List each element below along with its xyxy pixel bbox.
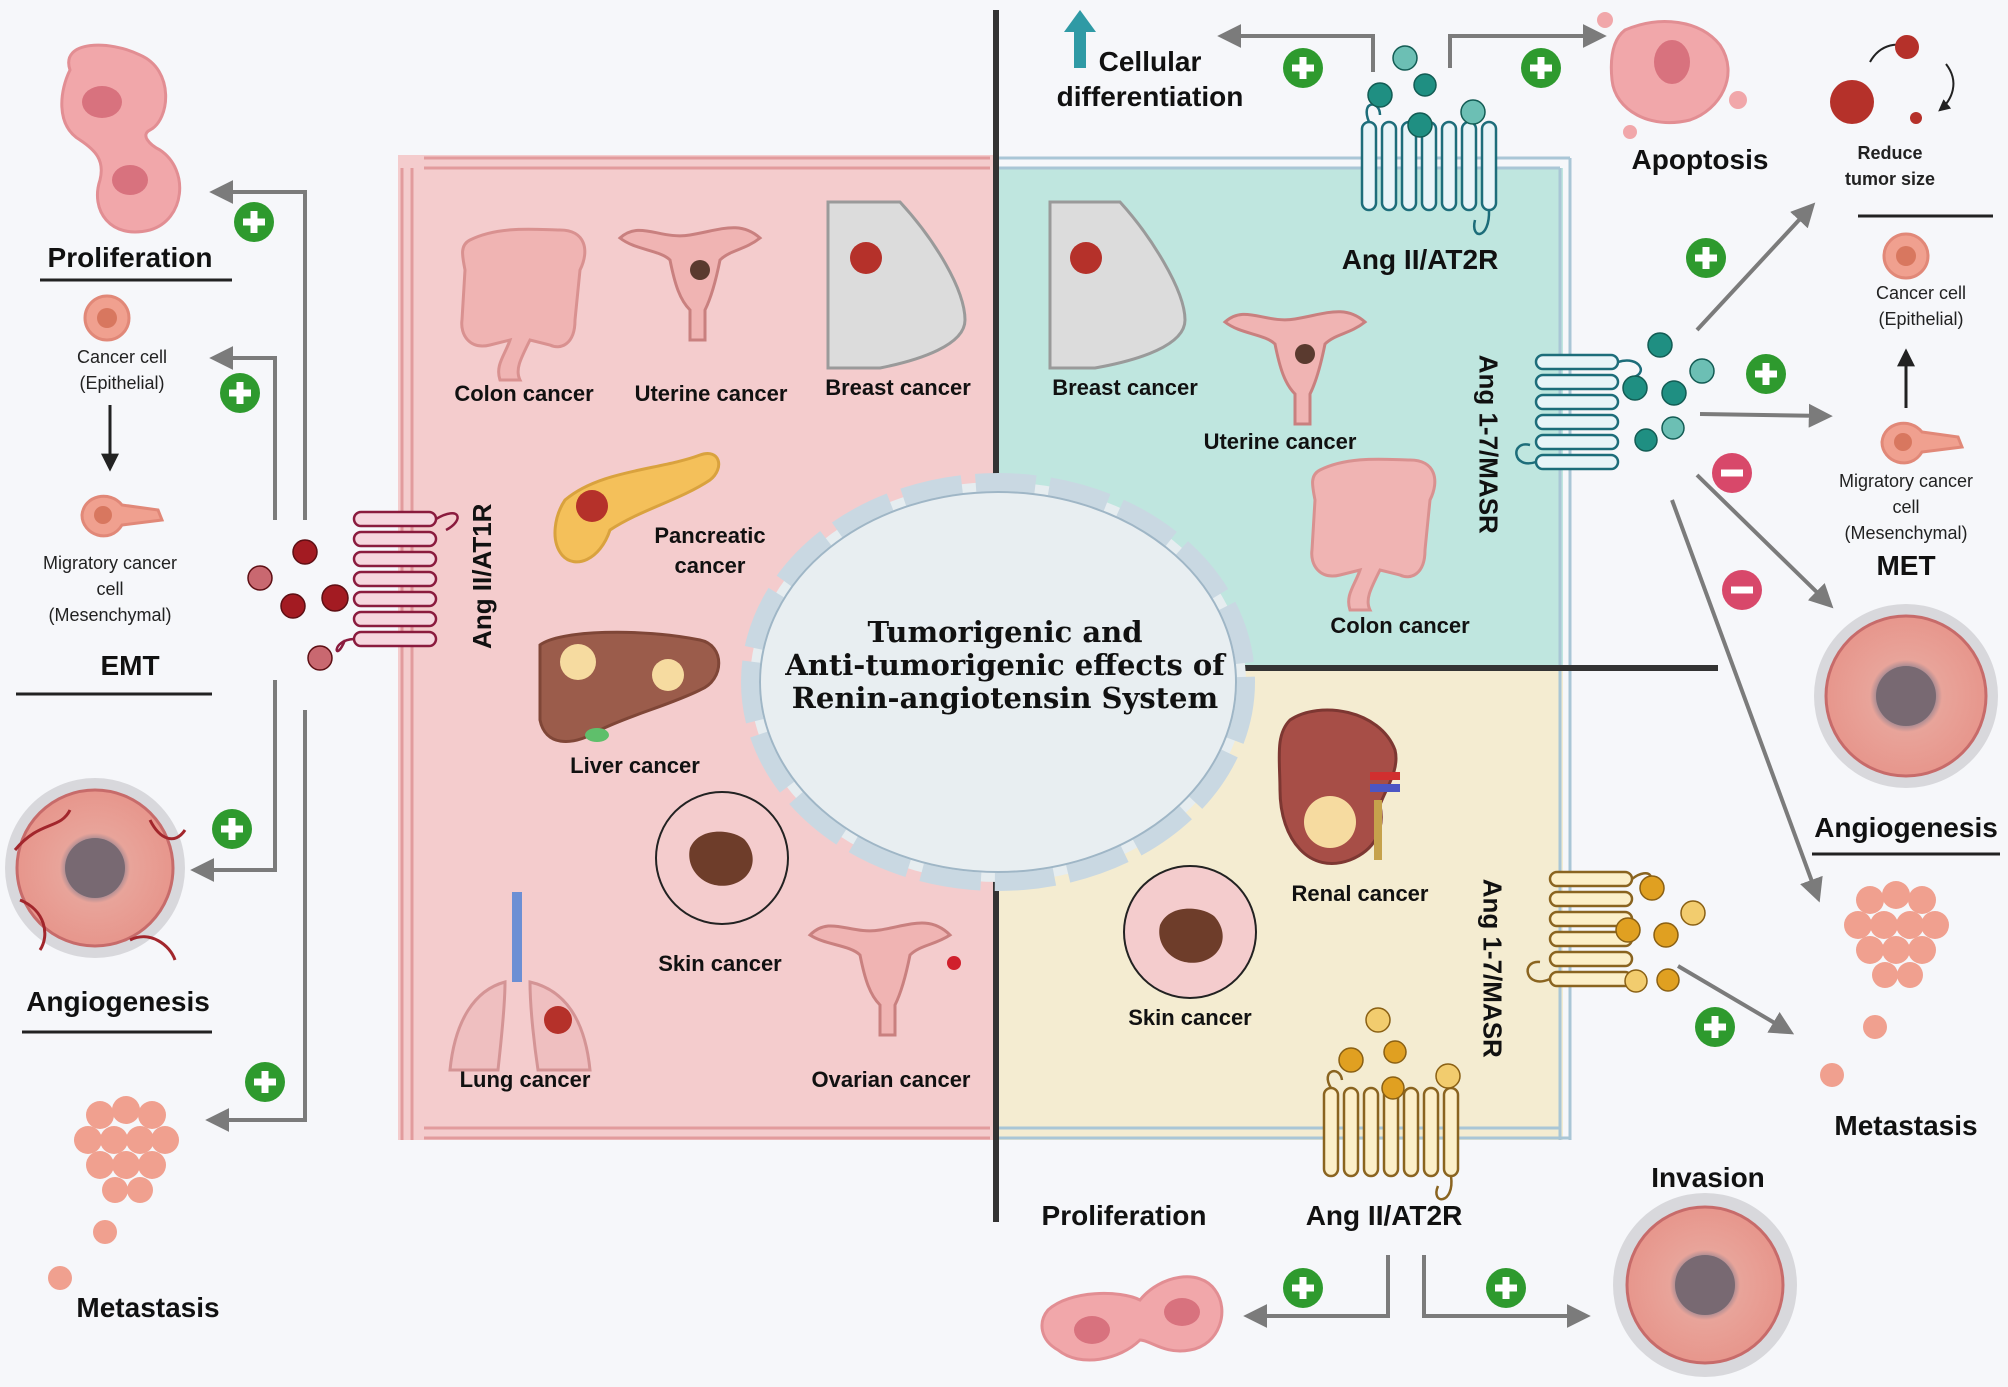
uterine-cancer-right-label: Uterine cancer — [1203, 429, 1357, 454]
uterus-icon — [617, 226, 763, 342]
cellular-label: Cellular — [1098, 46, 1202, 77]
lung-icon — [448, 892, 592, 1072]
bottom-dividing-cell-icon — [1040, 1275, 1224, 1362]
masr-yellow-receptor — [1526, 870, 1653, 988]
differentiation-label: differentiation — [1056, 81, 1244, 112]
at2r-bottom-label: Ang II/AT2R — [1305, 1200, 1463, 1231]
right-arrows — [1670, 202, 1834, 1035]
right-migratory-cell-label: cell — [1892, 497, 1920, 517]
met-label: MET — [1876, 550, 1936, 581]
breast-right-icon — [1048, 200, 1187, 370]
left-proliferation-label: Proliferation — [47, 242, 213, 273]
mesenchymal-cell-icon — [80, 494, 165, 538]
bottom-proliferation-label: Proliferation — [1041, 1200, 1207, 1231]
minus-signs — [1712, 453, 1762, 610]
left-angiogenesis-label: Angiogenesis — [26, 986, 210, 1017]
right-mesenchymal-icon — [1880, 421, 1965, 465]
right-metastasis-label: Metastasis — [1834, 1110, 1978, 1141]
at1r-receptor — [335, 510, 459, 653]
diagram-title: Tumorigenic and Anti-tumorigenic effects… — [760, 616, 1250, 715]
masr-green-receptor-label: Ang 1-7/MASR — [1473, 354, 1504, 534]
title-line-3: Renin-angiotensin System — [791, 681, 1219, 715]
breast-cancer-label: Breast cancer — [825, 375, 971, 400]
ovarian-cancer-label: Ovarian cancer — [811, 1067, 971, 1092]
masr-green-receptor — [1515, 353, 1642, 471]
kidney-icon — [1277, 708, 1400, 865]
at2r-top-ligands — [1367, 45, 1486, 138]
left-migratory-label: Migratory cancer — [42, 553, 178, 573]
pancreas-icon — [553, 452, 721, 564]
colon-cancer-label: Colon cancer — [454, 381, 594, 406]
masr-green-ligands — [1622, 332, 1715, 452]
epithelial-cell-icon — [83, 294, 131, 342]
at2r-top-receptor — [1360, 103, 1498, 236]
invasion-tumor-icon — [1613, 1193, 1797, 1377]
colon-icon — [460, 227, 587, 382]
top-arrows — [1217, 24, 1607, 72]
tumor-size-label: tumor size — [1844, 169, 1936, 189]
right-epithelial-label: (Epithelial) — [1878, 309, 1964, 329]
uterus-right-icon — [1222, 310, 1368, 426]
central-cell — [741, 473, 1255, 891]
left-mesenchymal-label: (Mesenchymal) — [48, 605, 172, 625]
right-migratory-label: Migratory cancer — [1838, 471, 1974, 491]
apoptosis-icon — [1597, 12, 1747, 139]
plus-signs — [212, 48, 1786, 1308]
left-arrows — [190, 180, 307, 1132]
right-mesenchymal-label: (Mesenchymal) — [1844, 523, 1968, 543]
skin-cancer-left-label: Skin cancer — [658, 951, 782, 976]
ovary-icon — [807, 921, 961, 1037]
pancreatic-label: Pancreatic — [654, 523, 766, 548]
left-metastasis-label: Metastasis — [76, 1292, 220, 1323]
masr-yellow-receptor-label: Ang 1-7/MASR — [1477, 878, 1508, 1058]
title-line-1: Tumorigenic and — [867, 615, 1143, 649]
invasion-label: Invasion — [1651, 1162, 1765, 1193]
left-cancer-cell-label: Cancer cell — [76, 347, 168, 367]
teal-up-arrow — [1064, 10, 1096, 68]
colon-right-icon — [1310, 457, 1437, 612]
breast-left-icon — [826, 200, 967, 370]
right-angiogenesis-label: Angiogenesis — [1814, 812, 1998, 843]
masr-yellow-ligands — [1615, 875, 1706, 993]
reduce-tumor-icon — [1830, 35, 1922, 124]
at2r-bottom-receptor — [1322, 1069, 1460, 1201]
renal-cancer-label: Renal cancer — [1291, 881, 1429, 906]
skin-right-icon — [1123, 865, 1257, 999]
at1r-ligands — [247, 539, 349, 671]
uterine-cancer-label: Uterine cancer — [634, 381, 788, 406]
at2r-bottom-ligands — [1338, 1007, 1461, 1100]
right-epithelial-icon — [1882, 232, 1930, 280]
liver-cancer-label: Liver cancer — [570, 753, 700, 778]
skin-left-icon — [655, 791, 789, 925]
breast-cancer-right-label: Breast cancer — [1052, 375, 1198, 400]
right-tumor-icon — [1814, 604, 1998, 788]
left-metastasis-icon — [48, 1096, 179, 1290]
apoptosis-label: Apoptosis — [1631, 144, 1769, 175]
bottom-arrows — [1243, 1255, 1591, 1328]
at1r-receptor-label: Ang II/AT1R — [466, 503, 497, 649]
left-epithelial-label: (Epithelial) — [79, 373, 165, 393]
left-tumor-icon — [5, 778, 187, 961]
liver-icon — [538, 630, 721, 743]
left-migratory-cell-label: cell — [96, 579, 124, 599]
right-metastasis-icon — [1820, 881, 1949, 1087]
at2r-top-label: Ang II/AT2R — [1341, 244, 1499, 275]
title-line-2: Anti-tumorigenic effects of — [785, 648, 1225, 682]
skin-cancer-right-label: Skin cancer — [1128, 1005, 1252, 1030]
right-cancer-cell-label: Cancer cell — [1875, 283, 1967, 303]
reduce-label: Reduce — [1857, 143, 1923, 163]
emt-label: EMT — [100, 650, 160, 681]
lung-cancer-label: Lung cancer — [459, 1067, 591, 1092]
pancreatic-cancer-label: cancer — [674, 553, 746, 578]
colon-cancer-right-label: Colon cancer — [1330, 613, 1470, 638]
dividing-cell-icon — [60, 43, 182, 234]
